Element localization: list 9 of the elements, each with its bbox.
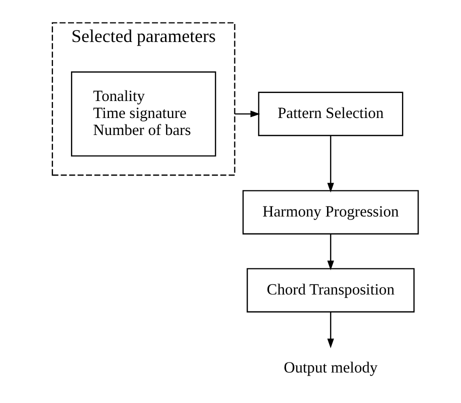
node-box: Chord Transposition [246, 268, 415, 312]
arrow [327, 312, 334, 348]
arrow [327, 136, 334, 192]
node-box: Pattern Selection [258, 92, 404, 136]
arrow [327, 234, 334, 270]
node-box: Harmony Progression [242, 190, 419, 234]
node-box: Tonality Time signature Number of bars [70, 71, 216, 157]
arrow [234, 110, 260, 118]
node-text: Output melody [284, 359, 378, 376]
